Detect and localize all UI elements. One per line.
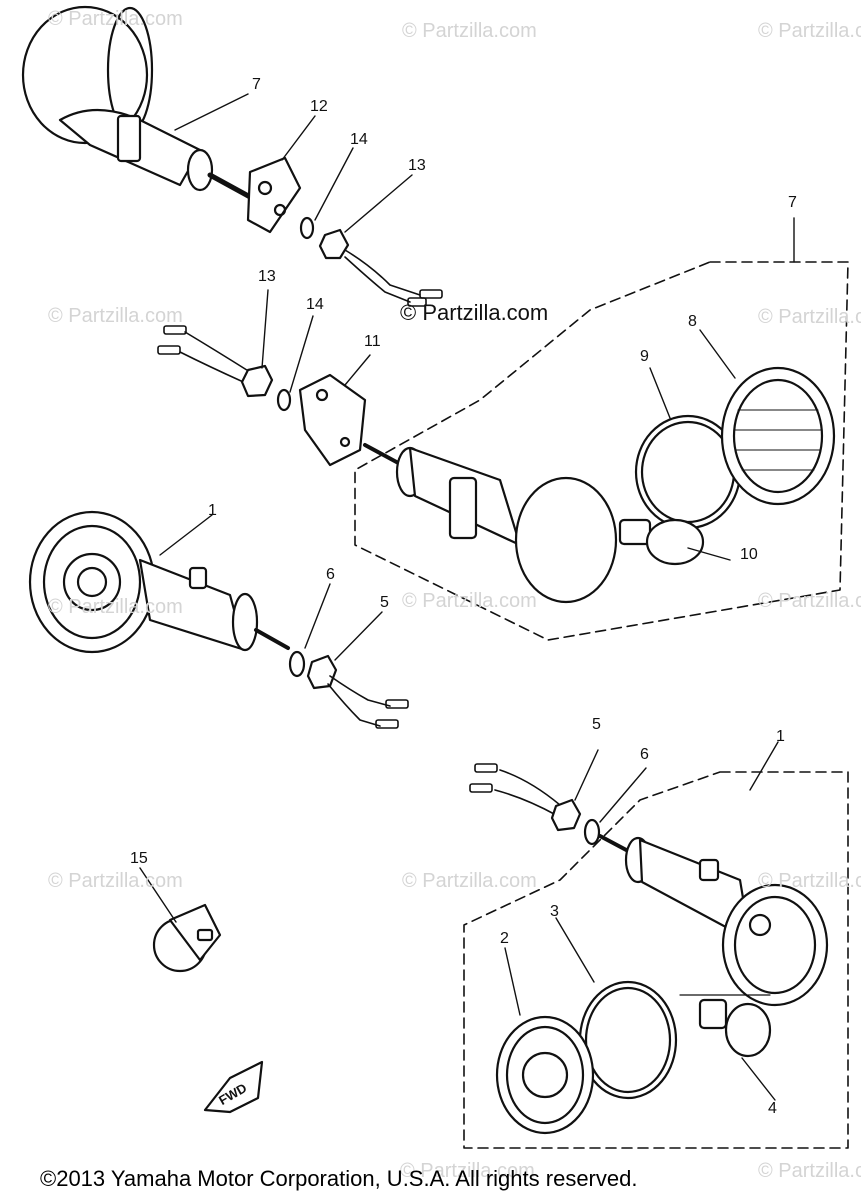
watermark: © Partzilla.com [48,596,183,618]
callout-12: 12 [310,98,328,115]
callout-13: 13 [258,268,276,285]
watermark: © Partzilla.com [48,8,183,30]
callout-5: 5 [380,594,389,611]
watermark: © Partzilla.com [400,1160,535,1182]
mounting-bracket [246,156,302,234]
watermark: © Partzilla.com [758,1160,861,1182]
turn-signal-upper-left [21,5,255,201]
watermark: © Partzilla.com [758,870,861,892]
callout-5: 5 [592,716,601,733]
nut-left [306,654,338,690]
bulb-upper [618,518,705,566]
watermark: © Partzilla.com [402,590,537,612]
watermark: © Partzilla.com [758,590,861,612]
turn-signal-middle-body [363,443,618,604]
nut-lower [550,798,582,832]
callout-3: 3 [550,903,559,920]
washer-left [288,650,306,678]
fwd-arrow [203,1060,264,1114]
callout-13: 13 [408,157,426,174]
leader-lines [139,93,795,1101]
nut-upper [318,228,350,260]
watermark: © Partzilla.com [758,20,861,42]
callout-14: 14 [350,131,368,148]
watermark-center: © Partzilla.com [400,300,549,325]
mounting-bracket-middle [298,373,367,467]
flasher-relay [152,903,222,973]
callout-8: 8 [688,313,697,330]
callout-15: 15 [130,850,148,867]
watermark: © Partzilla.com [402,870,537,892]
callout-9: 9 [640,348,649,365]
watermark: © Partzilla.com [48,870,183,892]
washer-lower [583,818,601,846]
washer-middle [276,388,292,412]
dashed-group-upper [354,261,849,641]
nut-middle [240,364,274,398]
washer-upper [299,216,315,240]
callout-7: 7 [788,194,797,211]
callout-1: 1 [776,728,785,745]
callout-7: 7 [252,76,261,93]
bulb-lower [698,998,772,1058]
dashed-group-lower [463,771,849,1149]
copyright-notice: ©2013 Yamaha Motor Corporation, U.S.A. A… [40,1166,638,1191]
callout-14: 14 [306,296,324,313]
turn-signal-middle-left [28,510,290,654]
callout-10: 10 [740,546,758,563]
gasket-ring-lower [578,980,678,1100]
lens-upper [720,366,836,506]
watermark: © Partzilla.com [758,306,861,328]
lens-lower [495,1015,595,1135]
turn-signal-lower-body [598,834,829,1007]
callout-6: 6 [640,746,649,763]
callout-2: 2 [500,930,509,947]
wire-leads-middle [157,325,251,386]
callout-11: 11 [364,333,381,350]
callout-6: 6 [326,566,335,583]
wire-leads-left [327,675,409,729]
watermark: © Partzilla.com [402,20,537,42]
wire-leads-upper [344,249,443,307]
watermark: © Partzilla.com [48,305,183,327]
wire-leads-lower [469,763,561,816]
callout-4: 4 [768,1100,777,1117]
callout-1: 1 [208,502,217,519]
